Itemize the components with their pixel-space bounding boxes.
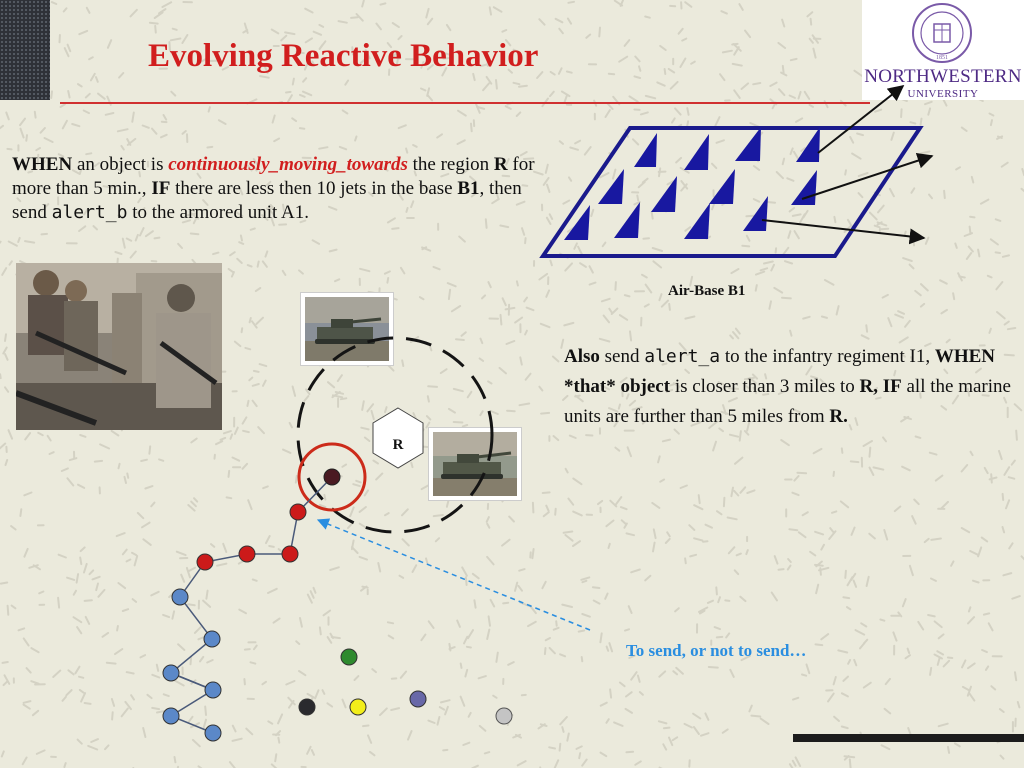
- keyword-moving-towards: continuously_moving_towards: [168, 154, 408, 175]
- keyword-if: IF: [151, 178, 171, 199]
- title-underline: [60, 102, 870, 104]
- object-path: [169, 476, 333, 734]
- soldiers-photo: [16, 263, 222, 430]
- send-question-label: To send, or not to send…: [626, 641, 807, 660]
- tank-photo-2: [428, 427, 522, 501]
- keyword-base: B1: [457, 178, 480, 199]
- keyword-region: R: [493, 154, 508, 175]
- path-dot-red: [281, 545, 299, 563]
- departing-arrow: [761, 219, 926, 245]
- path-dot-red: [289, 503, 307, 521]
- jet-icon: [651, 176, 677, 212]
- jet-icon: [684, 203, 710, 239]
- keyword-when: WHEN: [12, 154, 73, 175]
- jet-icon: [614, 202, 640, 238]
- proximity-dashed-circle: [296, 336, 494, 534]
- jet-icon: [735, 127, 761, 161]
- focus-red-circle: [297, 442, 367, 512]
- path-dot-blue: [162, 664, 180, 682]
- jet-icon: [634, 133, 657, 167]
- airbase-label: Air-Base B1: [668, 283, 746, 299]
- jet-icon: [709, 169, 735, 204]
- university-seal-icon: 1851: [912, 3, 972, 63]
- keyword-r-if: R, IF: [859, 376, 902, 397]
- send-pointer-arrow: [316, 518, 591, 631]
- university-name: NORTHWESTERN: [864, 66, 1022, 87]
- tank-photo-1: [300, 292, 394, 366]
- region-r-label: R: [393, 437, 404, 453]
- university-logo: 1851 NORTHWESTERN UNIVERSITY: [862, 0, 1024, 100]
- region-r-hexagon: [372, 407, 424, 469]
- path-dot-blue: [204, 681, 222, 699]
- object-dot-black: [298, 698, 316, 716]
- airbase-outline: [539, 126, 924, 258]
- object-dot-purple: [409, 690, 427, 708]
- footer-bar: [793, 734, 1024, 742]
- jet-icon: [791, 170, 817, 205]
- path-dot-blue: [162, 707, 180, 725]
- jet-icon: [796, 127, 820, 162]
- keyword-r-end: R.: [829, 406, 848, 427]
- when-rule-text: WHEN an object is continuously_moving_to…: [12, 154, 535, 223]
- corner-decoration: [0, 0, 50, 100]
- path-dot-blue: [171, 588, 189, 606]
- object-current-dot: [323, 468, 341, 486]
- jet-icon: [684, 134, 709, 170]
- also-rule-text: Also send alert_a to the infantry regime…: [564, 346, 1011, 427]
- object-dot-green: [340, 648, 358, 666]
- path-dot-red: [238, 545, 256, 563]
- keyword-also: Also: [564, 346, 600, 367]
- seal-year: 1851: [936, 55, 948, 61]
- path-dot-blue: [203, 630, 221, 648]
- alert-b-code: alert_b: [51, 202, 128, 223]
- departing-arrow: [817, 85, 905, 154]
- alert-a-code: alert_a: [644, 346, 721, 367]
- path-dot-blue: [204, 724, 222, 742]
- object-dot-yellow: [349, 698, 367, 716]
- object-dot-grey: [495, 707, 513, 725]
- jet-icon: [598, 169, 624, 204]
- university-sub: UNIVERSITY: [907, 88, 979, 100]
- slide-title: Evolving Reactive Behavior: [148, 38, 539, 74]
- jets-group: [564, 127, 820, 240]
- jet-icon: [743, 196, 768, 231]
- path-dot-red: [196, 553, 214, 571]
- departing-arrow: [801, 152, 934, 200]
- keyword-when-that-object: WHEN *that* object: [564, 346, 996, 397]
- jet-icon: [564, 205, 590, 240]
